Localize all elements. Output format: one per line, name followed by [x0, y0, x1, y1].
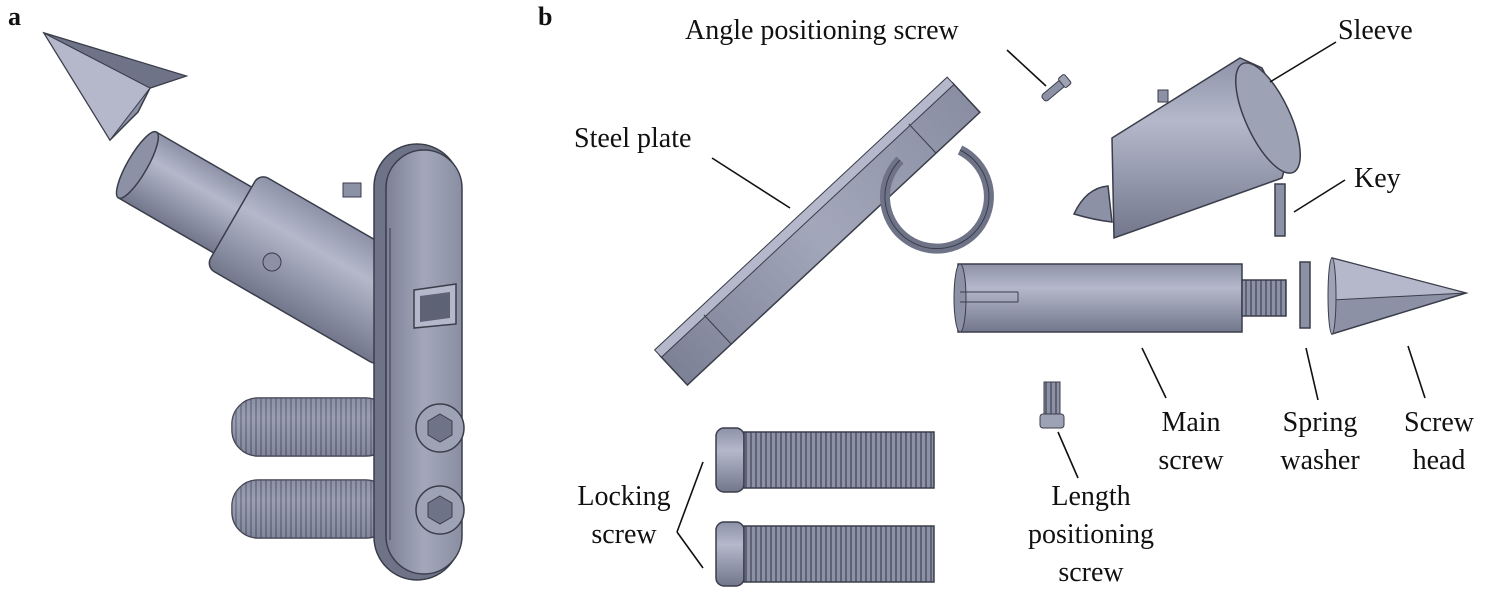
exploded-view: [653, 57, 1469, 587]
label-spring-washer-line1: Spring: [1282, 407, 1358, 438]
assembled-steel-plate: [373, 143, 465, 581]
label-screw-head-line1: Screw: [1404, 407, 1474, 438]
label-spring-washer: Spring washer: [1270, 404, 1370, 480]
label-steel-plate: Steel plate: [574, 123, 692, 154]
assembled-locking-screw-lower: [231, 479, 393, 539]
key-part: [1274, 183, 1286, 237]
assembled-screw-head: [42, 31, 189, 142]
main-screw-part: [953, 263, 1287, 333]
steel-plate-part: [653, 76, 981, 387]
assembled-locking-screw-upper: [231, 397, 393, 457]
label-length-positioning-screw: Length positioning screw: [1010, 478, 1172, 592]
assembled-view: [42, 31, 465, 581]
panel-label-a: a: [8, 2, 21, 31]
label-screw-head: Screw head: [1394, 404, 1484, 480]
screw-head-part: [1327, 257, 1469, 336]
label-sleeve: Sleeve: [1338, 15, 1413, 46]
leader-lines: [676, 41, 1426, 569]
label-locking-screw-line2: screw: [591, 519, 657, 550]
label-main-screw-line1: Main: [1161, 407, 1221, 438]
label-angle-positioning-screw: Angle positioning screw: [685, 15, 959, 46]
label-spring-washer-line2: washer: [1280, 445, 1360, 476]
locking-screw-part-lower: [715, 521, 935, 587]
length-positioning-screw-part: [1039, 381, 1065, 429]
locking-screw-part-upper: [715, 427, 935, 493]
label-locking-screw: Locking screw: [566, 478, 682, 554]
panel-label-b: b: [538, 2, 553, 31]
label-length-positioning-screw-line2: positioning: [1027, 519, 1154, 550]
label-locking-screw-line1: Locking: [577, 481, 671, 512]
label-length-positioning-screw-line1: Length: [1051, 481, 1131, 512]
label-length-positioning-screw-line3: screw: [1058, 557, 1124, 588]
label-screw-head-line2: head: [1412, 445, 1466, 476]
sleeve-part: [1072, 57, 1302, 240]
angle-positioning-screw-part: [1041, 74, 1072, 102]
spring-washer-part: [1299, 261, 1311, 329]
label-key: Key: [1354, 163, 1401, 194]
label-main-screw: Main screw: [1145, 404, 1237, 480]
label-main-screw-line2: screw: [1158, 445, 1224, 476]
